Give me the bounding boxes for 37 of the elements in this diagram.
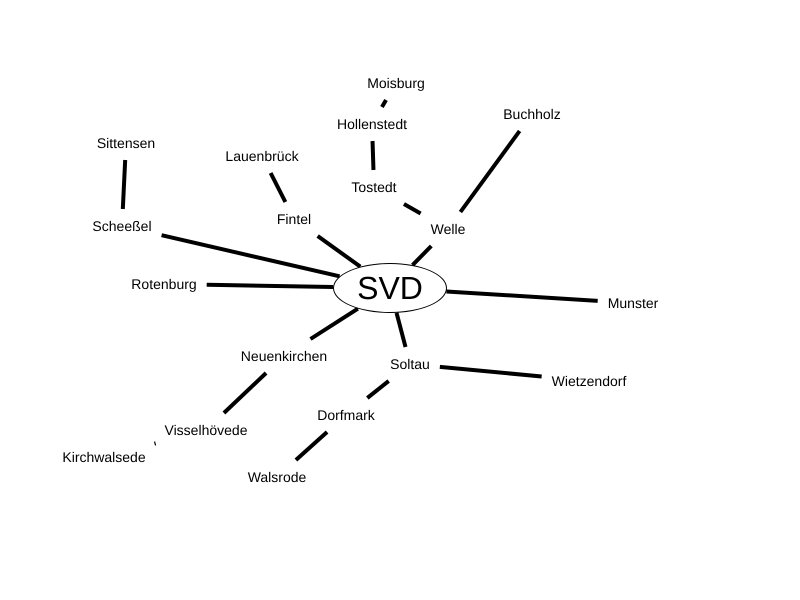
- connector-line: [446, 289, 598, 303]
- connector-line: [120, 160, 128, 210]
- connector-line: [440, 364, 542, 378]
- connector-line: [366, 379, 390, 400]
- place-name: Moisburg: [357, 66, 435, 100]
- connector-line: [161, 233, 340, 278]
- place-name: Sittensen: [86, 126, 166, 160]
- connector-line: [309, 306, 359, 341]
- place-name: Welle: [420, 212, 476, 246]
- place-name: Walsrode: [238, 460, 316, 494]
- place-name: Soltau: [380, 347, 440, 381]
- place-name: Wietzendorf: [542, 364, 636, 398]
- connector-line: [380, 98, 388, 108]
- place-name: Visselhövede: [154, 413, 258, 447]
- place-name: Hollenstedt: [326, 107, 418, 141]
- connector-line: [268, 172, 288, 203]
- connector-line: [154, 441, 156, 446]
- connector-line: [316, 234, 362, 268]
- connector-line: [370, 140, 376, 170]
- place-name: Munster: [598, 286, 668, 320]
- connector-line: [458, 130, 522, 214]
- place-name: Neuenkirchen: [230, 339, 338, 373]
- place-name: Fintel: [266, 202, 322, 236]
- connector-line: [394, 312, 408, 348]
- place-name: Lauenbrück: [215, 139, 309, 173]
- place-name: Tostedt: [341, 170, 407, 204]
- connector-line: [294, 430, 328, 462]
- hub-ellipse: SVD: [333, 263, 447, 313]
- place-name: Buchholz: [493, 97, 571, 131]
- place-name: Kirchwalsede: [52, 440, 156, 474]
- connector-line: [222, 372, 268, 414]
- connector-line: [411, 244, 433, 266]
- place-name: Dorfmark: [307, 398, 385, 432]
- connector-line: [206, 282, 334, 289]
- place-name: Rotenburg: [121, 267, 207, 301]
- place-name: Scheeßel: [82, 209, 162, 243]
- connector-line: [402, 202, 422, 216]
